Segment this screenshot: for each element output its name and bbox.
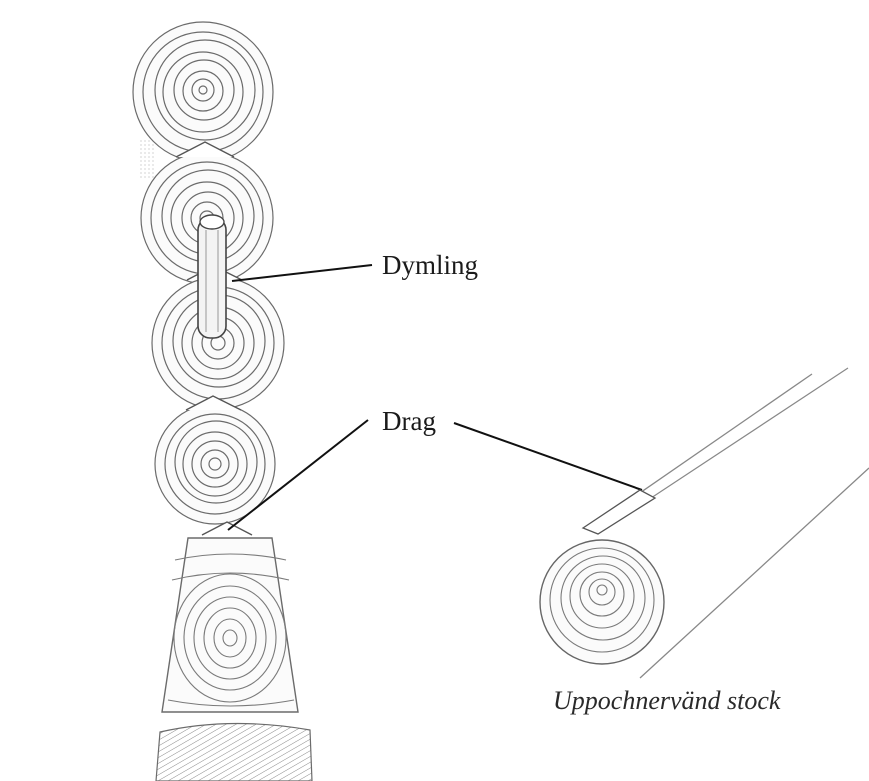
upside-down-log-caption: Uppochnervänd stock bbox=[553, 686, 780, 716]
log-hewn-section bbox=[162, 538, 298, 712]
base-log-hatched bbox=[156, 723, 312, 781]
drag-leader-line-right bbox=[454, 423, 642, 490]
drag-label: Drag bbox=[382, 408, 436, 435]
dymling-leader-line bbox=[232, 265, 372, 281]
log-cross-section-1 bbox=[133, 22, 273, 162]
dowel-peg bbox=[198, 215, 226, 338]
stipple-shading bbox=[140, 140, 154, 180]
upside-down-log bbox=[540, 368, 869, 678]
dymling-label: Dymling bbox=[382, 252, 478, 279]
